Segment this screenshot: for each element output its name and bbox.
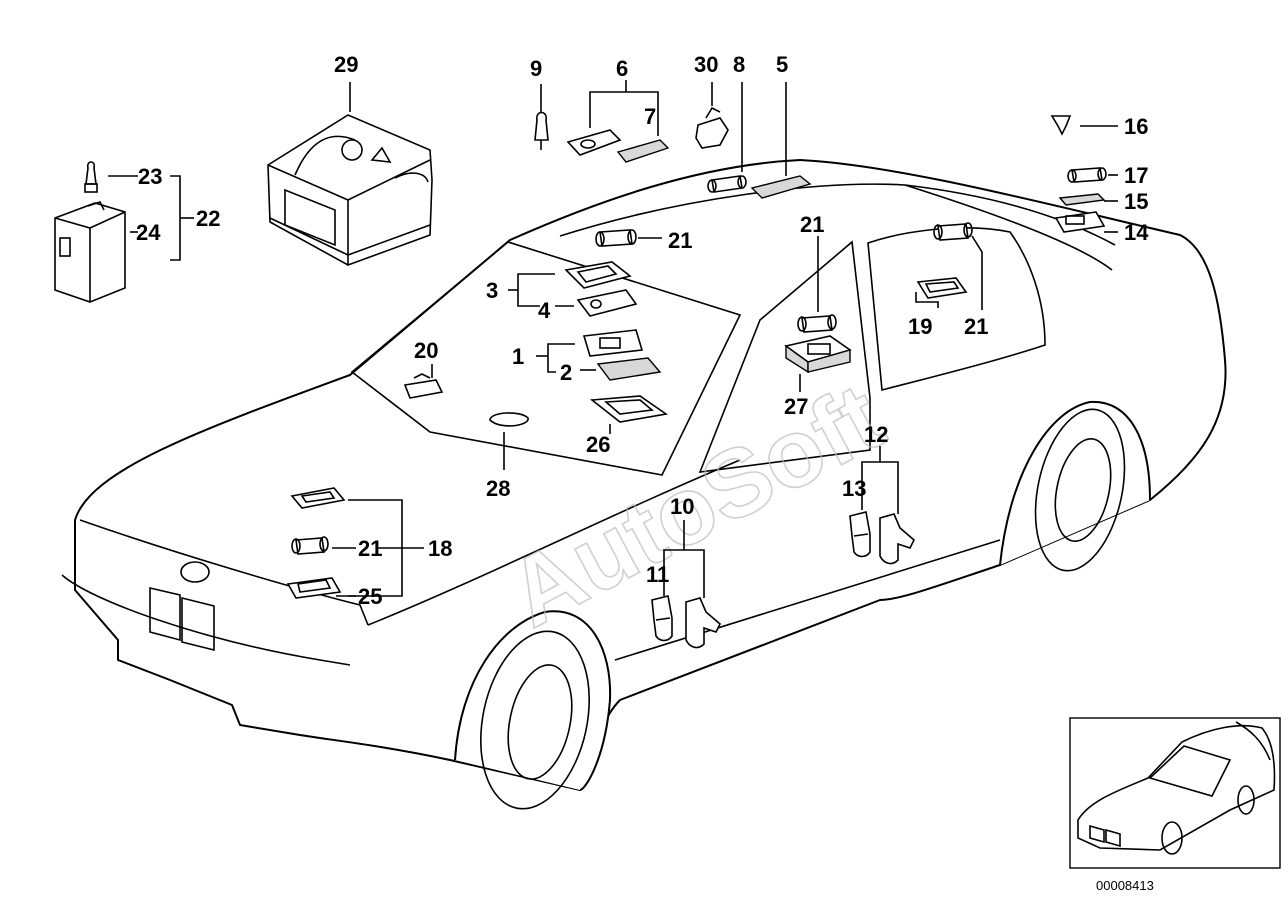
callout-25: 25 xyxy=(358,584,382,609)
callout-12: 12 xyxy=(864,422,888,447)
part-21-bulb-center xyxy=(797,314,837,333)
callout-4: 4 xyxy=(538,298,551,323)
callout-13: 13 xyxy=(842,476,866,501)
callout-30: 30 xyxy=(694,52,718,77)
part-28-lens xyxy=(489,412,529,427)
part-21-bulb-front xyxy=(291,536,329,555)
reference-number: 00008413 xyxy=(1096,878,1154,893)
callout-18: 18 xyxy=(428,536,452,561)
part-9-bulb xyxy=(534,111,549,150)
callout-29: 29 xyxy=(334,52,358,77)
part-27-lamp xyxy=(784,335,852,374)
part-3-lamp xyxy=(564,261,632,289)
part-12-door-switch xyxy=(879,513,915,565)
part-18-lamp xyxy=(290,487,346,509)
part-6-lamp-housing xyxy=(566,129,622,156)
part-11-switch-cover xyxy=(651,595,673,642)
callout-23: 23 xyxy=(138,164,162,189)
callout-10: 10 xyxy=(670,494,694,519)
part-29-light-kit-box xyxy=(267,114,433,266)
part-10-door-switch xyxy=(685,597,721,649)
callout-27: 27 xyxy=(784,394,808,419)
car-outline xyxy=(61,159,1227,810)
part-30-switch xyxy=(695,106,729,149)
callout-28: 28 xyxy=(486,476,510,501)
part-20-lamp xyxy=(403,373,444,399)
callout-16: 16 xyxy=(1124,114,1148,139)
part-4-lens xyxy=(576,289,638,317)
callout-21-front: 21 xyxy=(358,536,382,561)
part-17-bulb xyxy=(1067,167,1107,183)
part-8-bulb xyxy=(707,175,747,193)
callout-26: 26 xyxy=(586,432,610,457)
part-13-switch-cover xyxy=(849,511,871,558)
part-25-lens xyxy=(286,577,342,599)
callout-19: 19 xyxy=(908,314,932,339)
callout-6: 6 xyxy=(616,56,628,81)
callout-21-right: 21 xyxy=(964,314,988,339)
callout-24: 24 xyxy=(136,220,161,245)
part-21-bulb-right xyxy=(933,222,973,241)
part-2-lens xyxy=(596,357,662,381)
part-23-bulb xyxy=(84,161,98,193)
part-19-lamp xyxy=(916,277,968,299)
inset-car-thumbnail xyxy=(1069,717,1281,869)
callout-1: 1 xyxy=(512,344,524,369)
callout-11: 11 xyxy=(646,562,669,587)
part-14-housing xyxy=(1054,211,1106,233)
part-15-lens xyxy=(1058,193,1106,206)
callout-3: 3 xyxy=(486,278,498,303)
callout-21-center: 21 xyxy=(800,212,824,237)
part-21-bulb-roof xyxy=(595,229,637,247)
callout-8: 8 xyxy=(733,52,745,77)
callout-15: 15 xyxy=(1124,189,1148,214)
callout-9: 9 xyxy=(530,56,542,81)
callout-2: 2 xyxy=(560,360,572,385)
part-26-lamp xyxy=(589,395,669,423)
callout-7: 7 xyxy=(644,104,656,129)
part-5-lens xyxy=(750,175,812,199)
part-16-clip xyxy=(1050,115,1072,136)
part-1-lamp xyxy=(582,329,644,357)
callout-14: 14 xyxy=(1124,220,1149,245)
callout-20: 20 xyxy=(414,338,438,363)
callout-21-roof: 21 xyxy=(668,228,692,253)
callout-5: 5 xyxy=(776,52,788,77)
part-7-lens xyxy=(616,139,670,163)
callout-17: 17 xyxy=(1124,163,1148,188)
callout-22: 22 xyxy=(196,206,220,231)
part-24-control-unit xyxy=(54,201,126,303)
